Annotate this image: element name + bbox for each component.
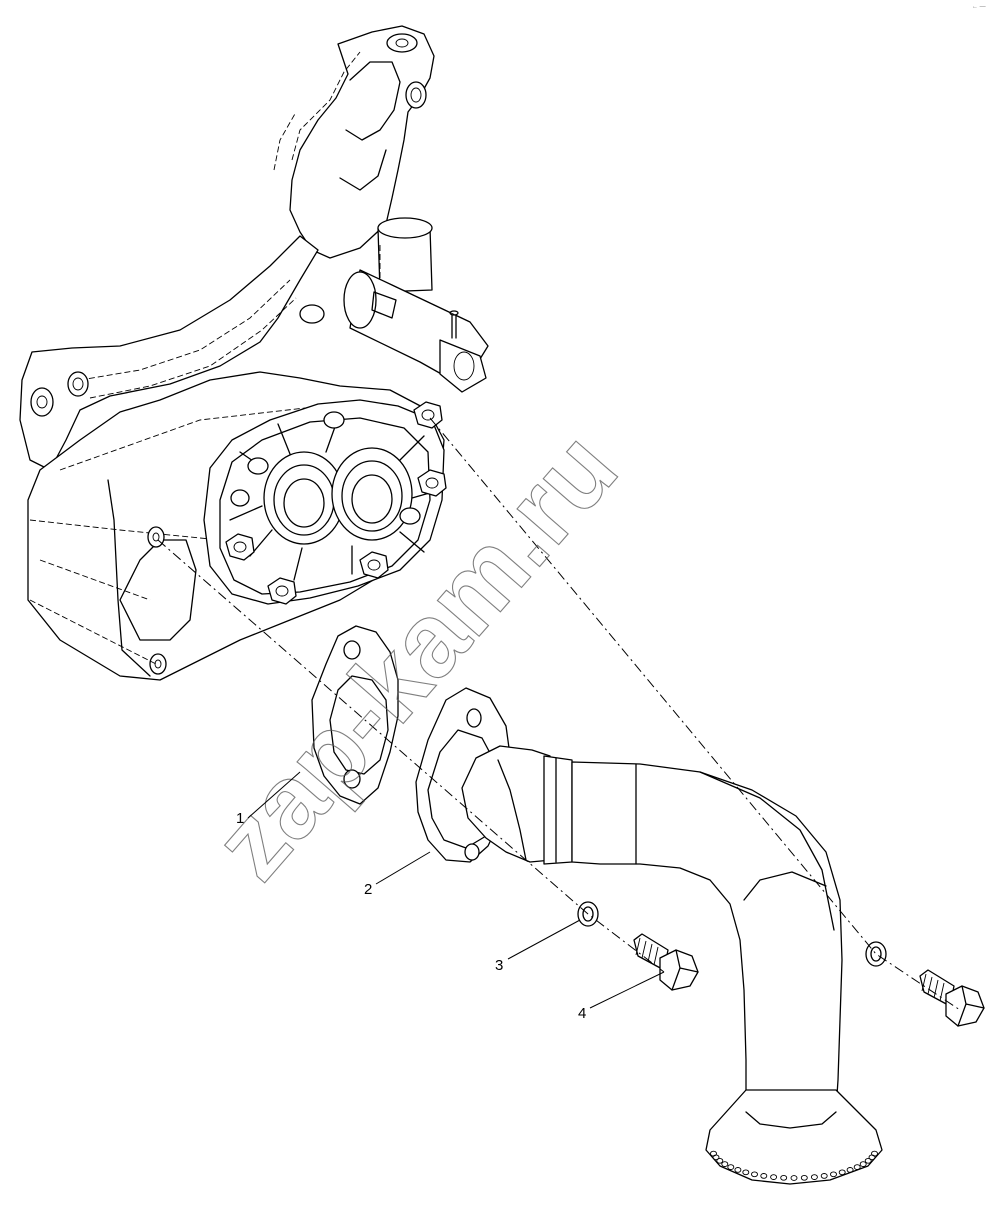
cover-bolt xyxy=(413,401,443,429)
pump-housing xyxy=(19,25,489,681)
assembly-axis-lines xyxy=(29,417,961,1011)
callout-4: 4 xyxy=(578,971,665,1022)
corner-mark: ← — xyxy=(972,4,986,10)
gasket xyxy=(311,625,399,805)
strainer-hole xyxy=(859,1161,867,1167)
strainer-holes xyxy=(710,1150,878,1181)
callout-2: 2 xyxy=(364,851,431,898)
strainer-hole xyxy=(864,1157,872,1164)
strainer-hole xyxy=(790,1175,798,1181)
strainer-hole xyxy=(820,1173,828,1179)
strainer-hole xyxy=(760,1173,768,1179)
strainer-hole xyxy=(770,1174,778,1180)
callout-label: 1 xyxy=(236,810,244,827)
strainer-hole xyxy=(727,1164,735,1170)
cover-boss xyxy=(399,507,421,525)
cover-boss xyxy=(230,489,250,507)
strainer-hole xyxy=(751,1171,758,1178)
strainer-hole xyxy=(830,1171,837,1178)
suction-pipe xyxy=(415,687,883,1185)
strainer-hole xyxy=(712,1154,720,1161)
strainer-hole xyxy=(853,1164,861,1170)
strainer-hole xyxy=(734,1167,742,1173)
cover-bolt xyxy=(267,577,297,605)
strainer-hole xyxy=(742,1169,750,1176)
cover-bolt xyxy=(225,533,255,561)
strainer-hole xyxy=(838,1169,846,1176)
strainer-hole xyxy=(846,1167,854,1173)
callout-label: 2 xyxy=(364,881,372,898)
callout-label: 3 xyxy=(495,957,503,974)
strainer-hole xyxy=(871,1150,878,1157)
callout-label: 4 xyxy=(578,1005,586,1022)
callout-3: 3 xyxy=(495,919,581,974)
cover-bolt xyxy=(417,469,447,497)
cover-boss xyxy=(247,457,269,475)
strainer-hole xyxy=(716,1157,724,1164)
bolt xyxy=(633,933,699,991)
cover-bolt xyxy=(359,551,389,579)
callout-1: 1 xyxy=(236,771,301,827)
cover-boss xyxy=(323,411,345,429)
strainer-hole xyxy=(780,1174,788,1181)
strainer-hole xyxy=(800,1174,808,1181)
strainer-hole xyxy=(721,1161,729,1167)
bolt xyxy=(919,969,985,1027)
strainer-hole xyxy=(810,1174,818,1180)
